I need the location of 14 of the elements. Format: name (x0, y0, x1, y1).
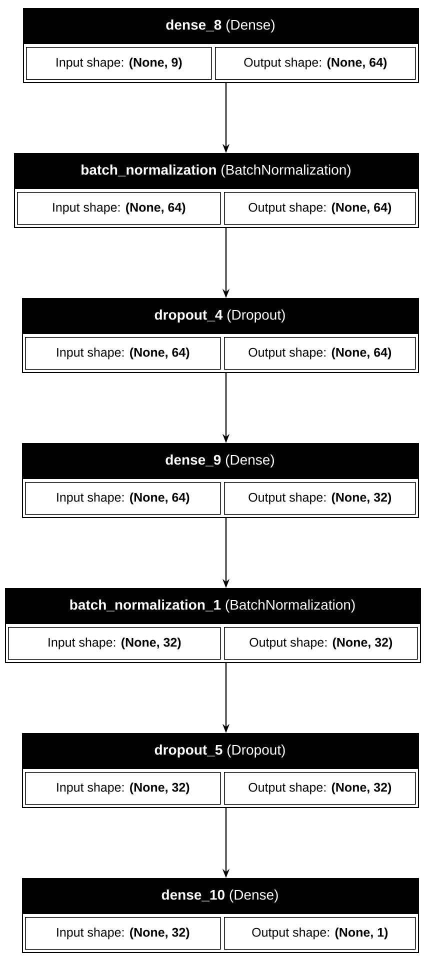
shape-cell: Output shape: (None, 64) (224, 337, 416, 370)
shape-cell: Input shape: (None, 64) (17, 192, 221, 225)
shape-cell: Output shape: (None, 64) (224, 192, 416, 225)
shape-cell: Output shape: (None, 32) (224, 627, 418, 660)
shape-cell: Input shape: (None, 32) (25, 772, 221, 805)
shape-cell: Input shape: (None, 64) (25, 482, 221, 515)
shape-cell: Output shape: (None, 32) (224, 482, 416, 515)
shape-cell: Input shape: (None, 9) (26, 47, 212, 80)
shape-cell: Output shape: (None, 32) (224, 772, 416, 805)
shape-cell: Input shape: (None, 32) (8, 627, 221, 660)
shape-cell: Input shape: (None, 32) (25, 917, 221, 950)
shape-cell: Output shape: (None, 1) (224, 917, 416, 950)
shape-cell: Output shape: (None, 64) (215, 47, 416, 80)
shape-cell: Input shape: (None, 64) (25, 337, 221, 370)
